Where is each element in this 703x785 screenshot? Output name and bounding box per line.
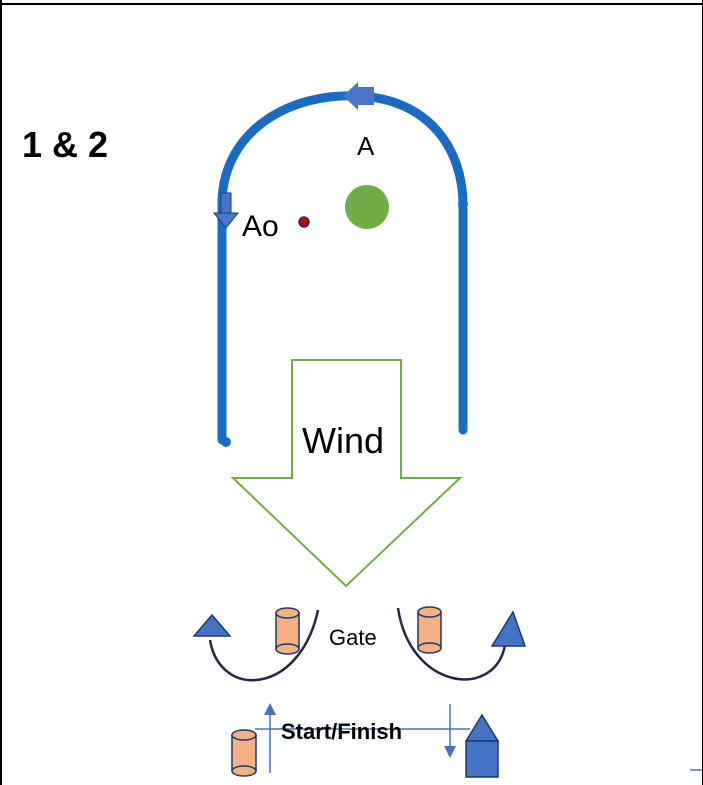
gate-label: Gate	[329, 625, 377, 650]
path-joint-dot	[458, 199, 468, 209]
path-end-dot	[221, 437, 231, 447]
wind-label: Wind	[302, 420, 384, 461]
left-direction-arrow-icon	[212, 212, 240, 229]
course-number-label: 1 & 2	[22, 124, 108, 165]
gate-left-rounding-curve	[208, 609, 320, 682]
mark-a	[345, 185, 389, 229]
gate-left-direction-icon	[192, 613, 232, 637]
gate-right-rounding-curve	[396, 607, 507, 681]
frame-top-border	[0, 3, 703, 5]
start-finish-label: Start/Finish	[281, 719, 402, 744]
left-direction-arrow-shaft	[220, 192, 232, 214]
committee-boat-icon	[464, 713, 500, 778]
top-direction-arrow-shaft	[356, 87, 374, 105]
start-upward-arrow-icon	[264, 703, 276, 715]
gate-right-direction-icon	[490, 610, 527, 647]
top-direction-arrow-icon	[343, 82, 358, 110]
frame-left-border	[0, 0, 2, 785]
offset-mark	[298, 216, 310, 228]
gate-right-mark	[417, 606, 442, 654]
gate-left-mark	[275, 607, 300, 655]
offset-mark-label: Ao	[242, 210, 279, 243]
course-path	[217, 91, 468, 445]
pin-end-mark	[231, 729, 257, 777]
wind-arrow-icon	[230, 359, 463, 588]
finish-downward-arrow-icon	[444, 746, 456, 758]
mark-a-label: A	[357, 131, 375, 161]
